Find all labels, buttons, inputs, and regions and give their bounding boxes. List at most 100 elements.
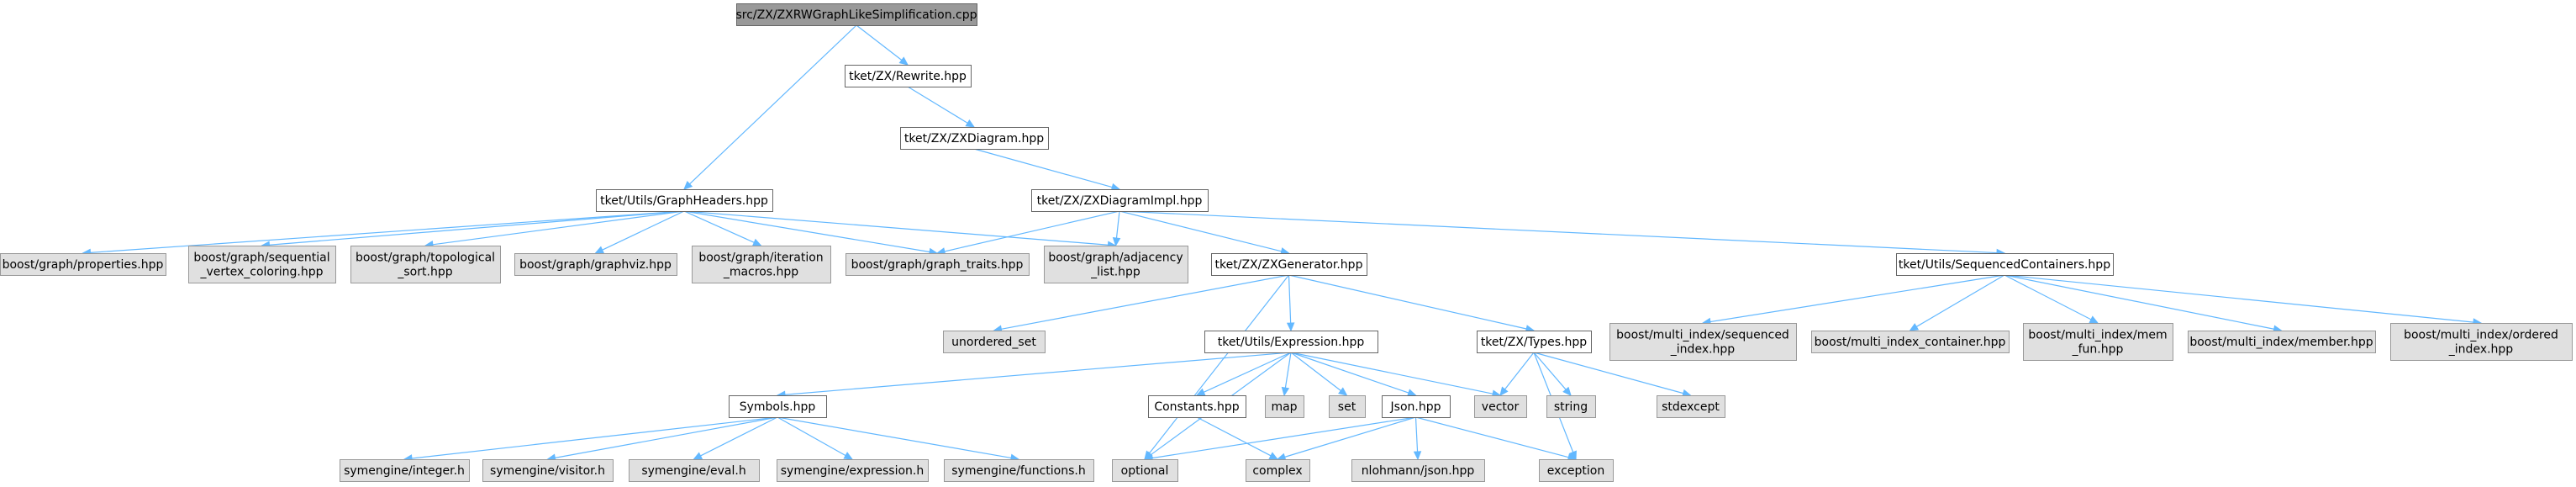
node-label: boost/graph/graphviz.hpp <box>519 258 672 272</box>
node-label: tket/ZX/ZXDiagram.hpp <box>904 132 1044 146</box>
node-label: boost/multi_index_container.hpp <box>1815 336 2006 349</box>
node-label: complex <box>1252 464 1302 478</box>
edge-graphheaders-to-adjlist <box>683 210 1117 250</box>
node-label: boost/multi_index/member.hpp <box>2189 336 2373 349</box>
edge-graphheaders-to-graphviz <box>594 210 685 254</box>
node-toposort[interactable]: boost/graph/topological_sort.hpp <box>350 246 501 283</box>
node-mi-memfun[interactable]: boost/multi_index/mem_fun.hpp <box>2023 323 2173 361</box>
node-se-integer[interactable]: symengine/integer.h <box>340 459 470 482</box>
node-label: tket/Utils/Expression.hpp <box>1218 336 1365 349</box>
edge-expression-to-symbols <box>776 352 1292 399</box>
node-json[interactable]: Json.hpp <box>1382 395 1451 418</box>
edge-symbols-to-se_eval <box>693 416 778 460</box>
node-complex[interactable]: complex <box>1246 459 1310 482</box>
edge-zxdiagramimpl-to-seqcontainers <box>1119 210 2006 257</box>
node-label: boost/graph/iteration <box>698 251 823 265</box>
node-label: src/ZX/ZXRWGraphLikeSimplification.cpp <box>735 8 977 22</box>
edge-zxgenerator-to-expression <box>1286 274 1295 332</box>
node-adjlist[interactable]: boost/graph/adjacency_list.hpp <box>1044 246 1188 283</box>
node-label: nlohmann/json.hpp <box>1362 464 1475 478</box>
node-optional[interactable]: optional <box>1112 459 1178 482</box>
node-graphviz[interactable]: boost/graph/graphviz.hpp <box>514 253 677 276</box>
node-label: Json.hpp <box>1390 400 1441 414</box>
node-symbols[interactable]: Symbols.hpp <box>729 395 827 418</box>
node-label: boost/graph/topological <box>356 251 495 265</box>
node-label: _index.hpp <box>1670 343 1736 357</box>
node-label: unordered_set <box>951 336 1036 349</box>
node-label: boost/graph/graph_traits.hpp <box>851 258 1024 272</box>
node-se-eval[interactable]: symengine/eval.h <box>629 459 760 482</box>
node-label: tket/ZX/Rewrite.hpp <box>849 70 967 83</box>
node-zxdiagramimpl[interactable]: tket/ZX/ZXDiagramImpl.hpp <box>1031 189 1209 212</box>
node-properties[interactable]: boost/graph/properties.hpp <box>0 253 166 276</box>
edge-json-to-exception <box>1415 416 1578 462</box>
node-mi-container[interactable]: boost/multi_index_container.hpp <box>1811 331 2010 353</box>
node-label: tket/ZX/Types.hpp <box>1481 336 1587 349</box>
node-map[interactable]: map <box>1265 395 1304 418</box>
node-zxdiagram[interactable]: tket/ZX/ZXDiagram.hpp <box>900 127 1049 150</box>
edge-symbols-to-se_expression <box>777 416 854 460</box>
edge-graphheaders-to-seqcoloring <box>261 210 685 250</box>
node-mi-sequenced[interactable]: boost/multi_index/sequenced_index.hpp <box>1609 323 1797 361</box>
node-nlohmann[interactable]: nlohmann/json.hpp <box>1351 459 1485 482</box>
node-expression[interactable]: tket/Utils/Expression.hpp <box>1204 331 1378 353</box>
edge-types-to-string <box>1533 352 1572 396</box>
edge-types-to-vector <box>1499 352 1535 396</box>
node-seqcontainers[interactable]: tket/Utils/SequencedContainers.hpp <box>1896 253 2114 276</box>
edge-symbols-to-se_functions <box>777 416 1020 463</box>
node-label: boost/graph/properties.hpp <box>3 258 164 272</box>
edge-json-to-nlohmann <box>1413 416 1422 461</box>
node-label: symengine/functions.h <box>951 464 1086 478</box>
edge-symbols-to-se_integer <box>403 416 778 463</box>
node-seqcoloring[interactable]: boost/graph/sequential_vertex_coloring.h… <box>188 246 336 283</box>
node-rewrite[interactable]: tket/ZX/Rewrite.hpp <box>845 65 972 87</box>
node-zxgenerator[interactable]: tket/ZX/ZXGenerator.hpp <box>1211 253 1367 276</box>
edge-zxgenerator-to-unorderedset <box>993 274 1289 333</box>
node-root[interactable]: src/ZX/ZXRWGraphLikeSimplification.cpp <box>735 3 977 26</box>
node-se-expression[interactable]: symengine/expression.h <box>777 459 929 482</box>
node-label: symengine/integer.h <box>344 464 465 478</box>
edge-json-to-complex <box>1276 416 1416 461</box>
node-label: boost/graph/sequential <box>193 251 329 265</box>
node-graphtraits[interactable]: boost/graph/graph_traits.hpp <box>845 253 1030 276</box>
node-label: _sort.hpp <box>397 266 452 279</box>
node-se-visitor[interactable]: symengine/visitor.h <box>482 459 614 482</box>
node-label: _list.hpp <box>1090 266 1140 279</box>
node-label: _fun.hpp <box>2072 343 2124 357</box>
edge-seqcontainers-to-mi_container <box>1909 274 2005 331</box>
node-label: boost/multi_index/mem <box>2028 329 2167 342</box>
node-label: Constants.hpp <box>1154 400 1239 414</box>
node-set[interactable]: set <box>1329 395 1366 418</box>
edge-expression-to-set <box>1290 352 1348 396</box>
node-se-functions[interactable]: symengine/functions.h <box>944 459 1094 482</box>
node-label: symengine/expression.h <box>781 464 925 478</box>
node-label: boost/multi_index/ordered <box>2404 329 2558 342</box>
node-types[interactable]: tket/ZX/Types.hpp <box>1477 331 1592 353</box>
node-vector[interactable]: vector <box>1474 395 1527 418</box>
edge-root-to-graphheaders <box>683 24 857 190</box>
edge-json-to-optional <box>1143 416 1416 463</box>
node-itermacros[interactable]: boost/graph/iteration_macros.hpp <box>692 246 831 283</box>
node-mi-member[interactable]: boost/multi_index/member.hpp <box>2188 331 2376 353</box>
edge-seqcontainers-to-mi_sequenced <box>1701 274 2005 326</box>
node-label: tket/ZX/ZXGenerator.hpp <box>1215 258 1363 272</box>
node-label: tket/Utils/GraphHeaders.hpp <box>600 194 768 208</box>
node-label: set <box>1338 400 1356 414</box>
node-stdexcept[interactable]: stdexcept <box>1657 395 1725 418</box>
node-label: _vertex_coloring.hpp <box>199 266 323 279</box>
edge-zxdiagram-to-zxdiagramimpl <box>973 148 1121 192</box>
node-mi-ordered[interactable]: boost/multi_index/ordered_index.hpp <box>2390 323 2573 361</box>
node-constants[interactable]: Constants.hpp <box>1148 395 1246 418</box>
edge-expression-to-map <box>1281 352 1292 397</box>
edge-expression-to-constants <box>1195 352 1292 396</box>
edge-zxdiagramimpl-to-zxgenerator <box>1119 210 1290 256</box>
node-exception[interactable]: exception <box>1539 459 1614 482</box>
edge-zxdiagramimpl-to-adjlist <box>1112 210 1121 247</box>
node-label: tket/ZX/ZXDiagramImpl.hpp <box>1037 194 1203 208</box>
node-graphheaders[interactable]: tket/Utils/GraphHeaders.hpp <box>596 189 773 212</box>
node-label: exception <box>1547 464 1604 478</box>
edge-rewrite-to-zxdiagram <box>907 86 976 128</box>
node-unorderedset[interactable]: unordered_set <box>943 331 1046 353</box>
node-string[interactable]: string <box>1546 395 1596 418</box>
